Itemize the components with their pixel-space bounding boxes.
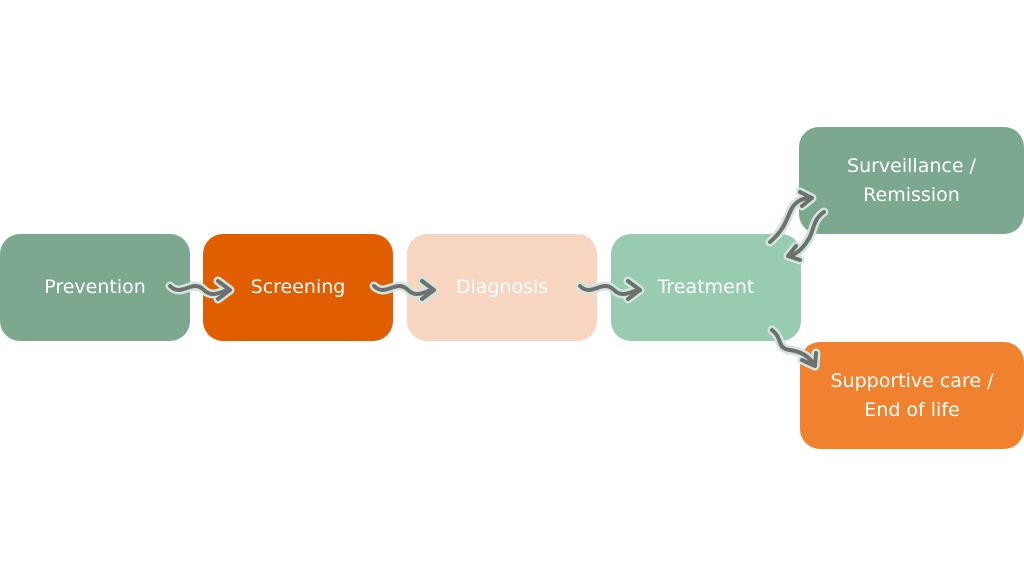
node-screening-label: Screening — [250, 276, 346, 299]
node-supportive-label: Supportive care / End of life — [830, 370, 994, 421]
node-diagnosis-label: Diagnosis — [455, 276, 549, 299]
node-prevention-label: Prevention — [44, 276, 146, 299]
node-surveillance-label: Surveillance / Remission — [847, 155, 976, 206]
node-screening: Screening — [203, 234, 393, 341]
node-diagnosis: Diagnosis — [407, 234, 597, 341]
node-treatment: Treatment — [611, 234, 801, 341]
node-prevention: Prevention — [0, 234, 190, 341]
node-treatment-label: Treatment — [657, 276, 755, 299]
node-supportive-care: Supportive care / End of life — [800, 342, 1024, 449]
node-surveillance-remission: Surveillance / Remission — [799, 127, 1024, 234]
